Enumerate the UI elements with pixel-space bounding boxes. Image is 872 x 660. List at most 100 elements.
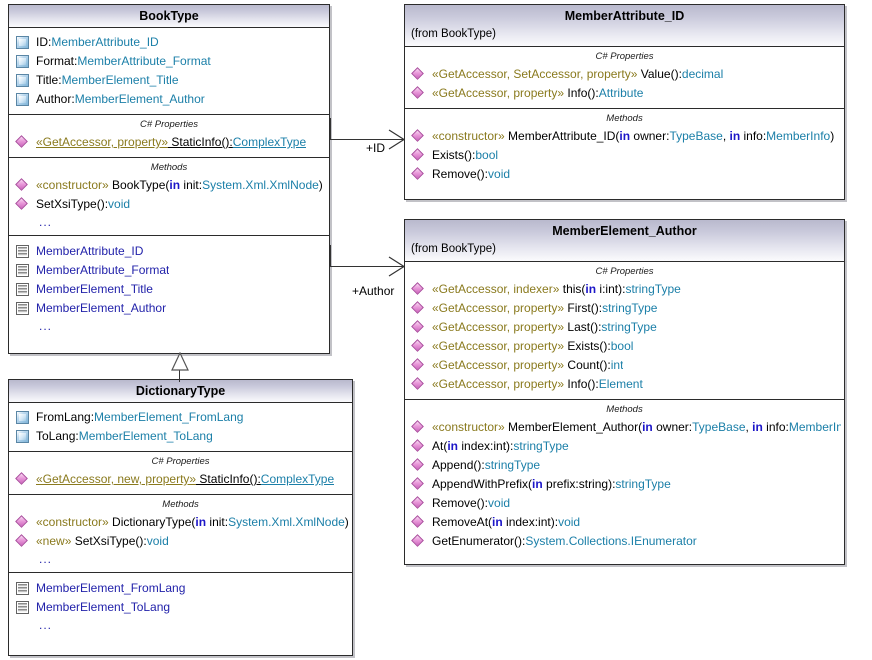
method-icon [412, 440, 425, 453]
attribute-icon [16, 74, 29, 87]
property-row[interactable]: «GetAccessor, property» Info():Element [405, 375, 844, 394]
methods-compartment-dictionarytype: Methods «constructor» DictionaryType(in … [9, 495, 352, 573]
property-type: Attribute [598, 86, 644, 100]
nested-compartment-booktype: MemberAttribute_ID MemberAttribute_Forma… [9, 236, 329, 339]
compartment-label-properties: C# Properties [595, 51, 654, 62]
method-row[interactable]: «constructor» BookType(in init:System.Xm… [9, 176, 329, 195]
attribute-row[interactable]: FromLang:MemberElement_FromLang [9, 408, 352, 427]
connector-id-association[interactable] [330, 118, 406, 168]
method-icon [16, 516, 29, 529]
method-icon [412, 459, 425, 472]
connector-line-vertical [179, 370, 180, 382]
nested-class-name: MemberElement_Title [36, 282, 153, 296]
method-param-name: init: [180, 178, 203, 192]
nested-compartment-dictionarytype: MemberElement_FromLang MemberElement_ToL… [9, 573, 352, 638]
method-stereotype: «constructor» [432, 129, 505, 143]
compartment-label-properties: C# Properties [595, 266, 654, 277]
method-tail: ) [830, 129, 835, 143]
property-row[interactable]: «GetAccessor, new, property» StaticInfo(… [9, 470, 352, 489]
connector-line-horizontal [330, 266, 404, 267]
more-nested-ellipsis[interactable]: ... [39, 618, 53, 632]
method-name: RemoveAt( [432, 515, 493, 529]
class-title-memberelement-author: MemberElement_Author [552, 224, 697, 238]
property-row[interactable]: «GetAccessor, property» Exists():bool [405, 337, 844, 356]
method-row[interactable]: «constructor» DictionaryType(in init:Sys… [9, 513, 352, 532]
method-name: SetXsiType(): [36, 197, 109, 211]
nested-class-name: MemberElement_FromLang [36, 581, 186, 595]
compartment-label-properties: C# Properties [139, 119, 199, 130]
method-icon [16, 179, 29, 192]
property-row[interactable]: «GetAccessor, property» StaticInfo():Com… [9, 133, 329, 152]
method-row[interactable]: «constructor» MemberElement_Author(in ow… [405, 418, 844, 437]
attribute-name: ID: [36, 35, 52, 49]
method-row[interactable]: «new» SetXsiType():void [9, 532, 352, 551]
property-row[interactable]: «GetAccessor, property» Count():int [405, 356, 844, 375]
attribute-row[interactable]: Title:MemberElement_Title [9, 71, 329, 90]
property-row[interactable]: «GetAccessor, property» Info():Attribute [405, 84, 844, 103]
nested-class-icon [16, 601, 29, 614]
method-param-name: index:int): [502, 515, 559, 529]
method-row[interactable]: GetEnumerator():System.Collections.IEnum… [405, 532, 844, 551]
nested-class-icon [16, 283, 29, 296]
method-param-name-2: info: [762, 420, 789, 434]
nested-class-row[interactable]: MemberElement_FromLang [9, 579, 352, 598]
method-type: void [108, 197, 131, 211]
property-name: Info(): [564, 377, 599, 391]
method-row[interactable]: RemoveAt(in index:int):void [405, 513, 844, 532]
method-row[interactable]: At(in index:int):stringType [405, 437, 844, 456]
method-icon [412, 168, 425, 181]
property-icon [412, 340, 425, 353]
compartment-label-methods: Methods [606, 404, 643, 415]
method-param-type: System.Xml.XmlNode [228, 515, 345, 529]
class-box-memberattribute-id[interactable]: MemberAttribute_ID (from BookType) C# Pr… [404, 4, 845, 200]
connector-author-association[interactable] [330, 245, 406, 295]
method-param-type: System.Xml.XmlNode [202, 178, 319, 192]
property-stereotype: «GetAccessor, SetAccessor, property» [432, 67, 638, 81]
method-row[interactable]: «constructor» MemberAttribute_ID(in owne… [405, 127, 844, 146]
nested-class-row[interactable]: MemberElement_Author [9, 299, 329, 318]
method-row[interactable]: Append():stringType [405, 456, 844, 475]
nested-class-row[interactable]: MemberElement_Title [9, 280, 329, 299]
attribute-row[interactable]: ID:MemberAttribute_ID [9, 33, 329, 52]
class-box-dictionarytype[interactable]: DictionaryType FromLang:MemberElement_Fr… [8, 379, 353, 656]
property-row[interactable]: «GetAccessor, SetAccessor, property» Val… [405, 65, 844, 84]
nested-class-row[interactable]: MemberAttribute_Format [9, 261, 329, 280]
method-param-separator: , [745, 420, 753, 434]
method-row[interactable]: Remove():void [405, 165, 844, 184]
property-type: ComplexType [260, 472, 335, 486]
more-methods-ellipsis[interactable]: ... [39, 215, 53, 229]
more-nested-ellipsis[interactable]: ... [39, 319, 53, 333]
attribute-row[interactable]: Author:MemberElement_Author [9, 90, 329, 109]
method-param-name-2: info: [740, 129, 767, 143]
method-param-name: prefix:string): [542, 477, 616, 491]
nested-class-name: MemberElement_ToLang [36, 600, 171, 614]
property-stereotype: «GetAccessor, indexer» [432, 282, 560, 296]
method-name: MemberElement_Author( [504, 420, 643, 434]
method-param-name: owner: [630, 129, 670, 143]
more-methods-ellipsis[interactable]: ... [39, 552, 53, 566]
class-box-booktype[interactable]: BookType ID:MemberAttribute_ID Format:Me… [8, 4, 330, 354]
nested-class-row[interactable]: MemberAttribute_ID [9, 242, 329, 261]
method-type: bool [475, 148, 499, 162]
method-type: stringType [484, 458, 541, 472]
compartment-label-methods: Methods [606, 113, 643, 124]
property-row[interactable]: «GetAccessor, property» First():stringTy… [405, 299, 844, 318]
connector-generalization[interactable] [168, 352, 192, 382]
method-row[interactable]: AppendWithPrefix(in prefix:string):strin… [405, 475, 844, 494]
attribute-row[interactable]: Format:MemberAttribute_Format [9, 52, 329, 71]
open-arrow-icon [388, 256, 406, 277]
property-name: Value(): [637, 67, 682, 81]
method-row[interactable]: Remove():void [405, 494, 844, 513]
open-arrow-icon [388, 129, 406, 150]
class-box-memberelement-author[interactable]: MemberElement_Author (from BookType) C# … [404, 219, 845, 565]
method-type: void [558, 515, 581, 529]
property-row[interactable]: «GetAccessor, indexer» this(in i:int):st… [405, 280, 844, 299]
method-param-keyword: in [169, 178, 181, 192]
attribute-row[interactable]: ToLang:MemberElement_ToLang [9, 427, 352, 446]
nested-class-row[interactable]: MemberElement_ToLang [9, 598, 352, 617]
method-row[interactable]: Exists():bool [405, 146, 844, 165]
method-param-separator: , [722, 129, 730, 143]
property-row[interactable]: «GetAccessor, property» Last():stringTyp… [405, 318, 844, 337]
method-type: void [488, 496, 511, 510]
method-row[interactable]: SetXsiType():void [9, 195, 329, 214]
